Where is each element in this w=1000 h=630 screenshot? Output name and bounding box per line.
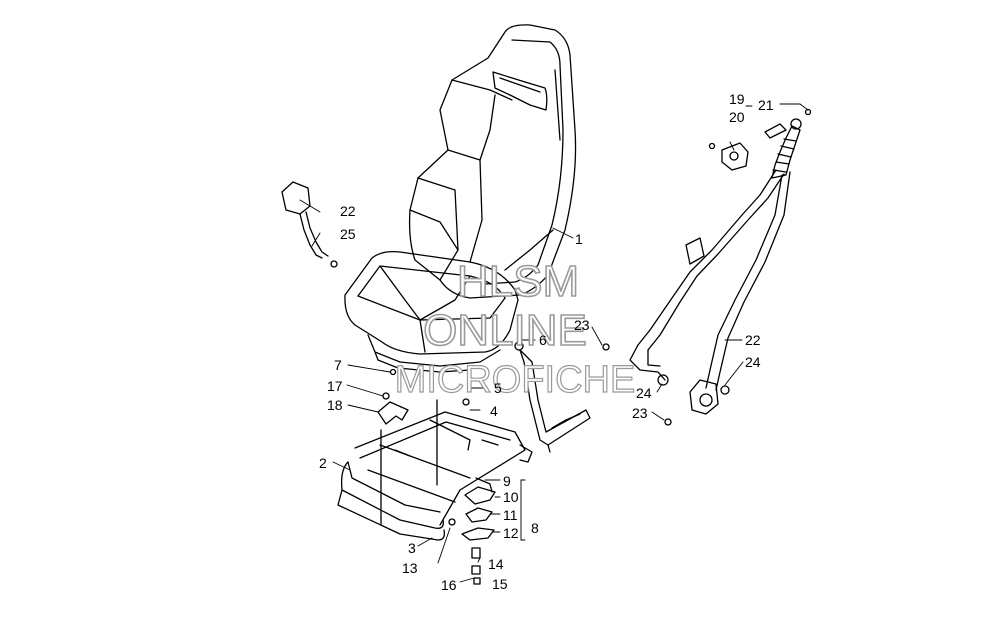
watermark-line-1: HLSM bbox=[457, 257, 579, 306]
leader-lines bbox=[299, 103, 809, 583]
callout-3: 3 bbox=[408, 540, 416, 556]
callout-14: 14 bbox=[488, 556, 504, 572]
callout-17: 17 bbox=[327, 378, 343, 394]
upper-anchor bbox=[708, 108, 812, 171]
watermark-line-3: MICROFICHE bbox=[395, 359, 636, 401]
slide-rail bbox=[514, 341, 591, 453]
callout-12: 12 bbox=[503, 525, 519, 541]
watermark-line-2: ONLINE bbox=[423, 306, 587, 355]
callout-22-buckle: 22 bbox=[340, 203, 356, 219]
watermark: HLSM ONLINE MICROFICHE bbox=[394, 256, 636, 401]
bolt-23b bbox=[664, 418, 672, 426]
callout-9: 9 bbox=[503, 473, 511, 489]
screw-4 bbox=[462, 398, 470, 406]
seat-back bbox=[408, 24, 577, 299]
callout-19: 19 bbox=[729, 91, 745, 107]
seat-cushion bbox=[344, 250, 519, 373]
callout-11: 11 bbox=[503, 507, 518, 523]
callout-10: 10 bbox=[503, 489, 519, 505]
callout-24-right: 24 bbox=[745, 354, 761, 370]
mount-bracket bbox=[377, 401, 409, 425]
callout-1: 1 bbox=[575, 231, 583, 247]
callout-24-left: 24 bbox=[636, 385, 652, 401]
callout-25: 25 bbox=[340, 226, 356, 242]
callout-23-upper: 23 bbox=[574, 317, 590, 333]
callout-6: 6 bbox=[539, 332, 547, 348]
shoulder-belt bbox=[629, 125, 801, 415]
callout-8: 8 bbox=[531, 520, 539, 536]
callout-5: 5 bbox=[494, 380, 502, 396]
callout-15: 15 bbox=[492, 576, 508, 592]
callout-16: 16 bbox=[441, 577, 457, 593]
callout-18: 18 bbox=[327, 397, 343, 413]
buckle-strap bbox=[281, 181, 338, 268]
screw-17 bbox=[382, 392, 390, 400]
latch-hardware bbox=[448, 477, 496, 585]
callout-23-lower: 23 bbox=[632, 405, 648, 421]
bolt-23a bbox=[602, 343, 610, 351]
callout-7: 7 bbox=[334, 357, 342, 373]
callout-22-shoulder: 22 bbox=[745, 332, 761, 348]
callouts: 1 2 3 4 5 6 7 8 9 10 11 12 13 14 15 16 1… bbox=[319, 91, 774, 593]
callout-20: 20 bbox=[729, 109, 745, 125]
callout-13: 13 bbox=[402, 560, 418, 576]
nut-7 bbox=[389, 368, 397, 376]
callout-21: 21 bbox=[758, 97, 774, 113]
callout-4: 4 bbox=[490, 403, 498, 419]
callout-2: 2 bbox=[319, 455, 327, 471]
